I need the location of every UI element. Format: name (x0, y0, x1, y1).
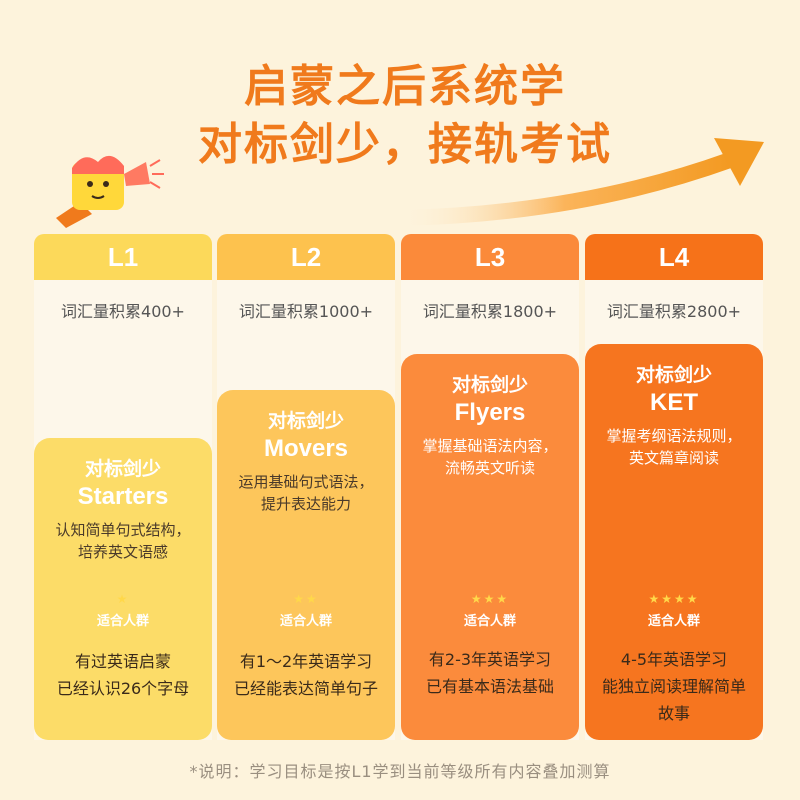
desc-line-1: 运用基础句式语法， (238, 473, 374, 491)
target-line-1: 对标剑少 (451, 374, 528, 396)
level-header-l1: L1 (34, 234, 212, 280)
star-rating-icon: ★★★ (470, 592, 510, 606)
fit-label: 适合人群 (647, 614, 700, 629)
target-card-l4: 对标剑少 KET 掌握考纲语法规则， 英文篇章阅读 ★★★★ 适合人群 4-5年… (585, 344, 763, 740)
vocab-text: 词汇量积累2800+ (606, 302, 742, 321)
fit-label: 适合人群 (96, 614, 149, 629)
fit-line-1: 4-5年英语学习 (620, 650, 728, 669)
target-desc: 掌握考纲语法规则， 英文篇章阅读 (585, 425, 763, 469)
mascot-megaphone-icon (56, 155, 164, 228)
vocab-text: 词汇量积累400+ (61, 302, 185, 321)
fit-line-1: 有1～2年英语学习 (239, 652, 373, 671)
level-column-l1: L1 词汇量积累400+ 对标剑少 Starters 认知简单句式结构， 培养英… (34, 234, 212, 740)
target-line-1: 对标剑少 (635, 364, 712, 386)
fit-line-1: 有过英语启蒙 (74, 652, 171, 671)
level-body-l2: 词汇量积累1000+ 对标剑少 Movers 运用基础句式语法， 提升表达能力 … (217, 280, 395, 740)
fit-description: 4-5年英语学习 能独立阅读理解简单 故事 (585, 646, 763, 727)
desc-line-2: 流畅英文听读 (444, 459, 535, 477)
desc-line-2: 培养英文语感 (77, 543, 168, 561)
title-line-2: 对标剑少，接轨考试 (198, 119, 612, 170)
target-line-2: Flyers (454, 399, 526, 426)
level-body-l3: 词汇量积累1800+ 对标剑少 Flyers 掌握基础语法内容， 流畅英文听读 … (401, 280, 579, 740)
desc-line-2: 英文篇章阅读 (628, 449, 719, 467)
fit-description: 有2-3年英语学习 已有基本语法基础 (401, 646, 579, 700)
fit-line-1: 有2-3年英语学习 (428, 650, 552, 669)
fit-description: 有1～2年英语学习 已经能表达简单句子 (217, 648, 395, 702)
level-body-l4: 词汇量积累2800+ 对标剑少 KET 掌握考纲语法规则， 英文篇章阅读 ★★★… (585, 280, 763, 740)
level-column-l2: L2 词汇量积累1000+ 对标剑少 Movers 运用基础句式语法， 提升表达… (217, 234, 395, 740)
target-card-l3: 对标剑少 Flyers 掌握基础语法内容， 流畅英文听读 ★★★ 适合人群 有2… (401, 354, 579, 740)
fit-line-2: 已经能表达简单句子 (233, 679, 378, 698)
level-column-l3: L3 词汇量积累1800+ 对标剑少 Flyers 掌握基础语法内容， 流畅英文… (401, 234, 579, 740)
vocab-text: 词汇量积累1000+ (238, 302, 374, 321)
desc-line-2: 提升表达能力 (260, 495, 351, 513)
fit-label: 适合人群 (463, 614, 516, 629)
fit-label: 适合人群 (279, 614, 332, 629)
star-rating-icon: ★★★★ (648, 592, 700, 606)
level-body-l1: 词汇量积累400+ 对标剑少 Starters 认知简单句式结构， 培养英文语感… (34, 280, 212, 740)
vocab-text: 词汇量积累1800+ (422, 302, 558, 321)
rising-arrow-icon (400, 138, 764, 226)
level-header-l2: L2 (217, 234, 395, 280)
target-line-2: Movers (263, 435, 349, 462)
target-line-1: 对标剑少 (84, 458, 161, 480)
target-desc: 掌握基础语法内容， 流畅英文听读 (401, 435, 579, 479)
target-line-2: KET (650, 389, 698, 416)
target-card-l1: 对标剑少 Starters 认知简单句式结构， 培养英文语感 ★ 适合人群 有过… (34, 438, 212, 740)
star-rating-icon: ★ (116, 592, 130, 606)
level-header-l3: L3 (401, 234, 579, 280)
desc-line-1: 掌握基础语法内容， (422, 437, 558, 455)
fit-description: 有过英语启蒙 已经认识26个字母 (34, 648, 212, 702)
fit-line-3: 故事 (657, 704, 690, 723)
target-desc: 认知简单句式结构， 培养英文语感 (34, 519, 212, 563)
target-line-2: Starters (77, 483, 169, 510)
star-rating-icon: ★★ (293, 592, 319, 606)
level-header-l4: L4 (585, 234, 763, 280)
fit-line-2: 能独立阅读理解简单 (601, 677, 746, 696)
level-column-l4: L4 词汇量积累2800+ 对标剑少 KET 掌握考纲语法规则， 英文篇章阅读 … (585, 234, 763, 740)
desc-line-1: 认知简单句式结构， (55, 521, 191, 539)
fit-line-2: 已经认识26个字母 (56, 679, 190, 698)
title-line-1: 启蒙之后系统学 (244, 61, 566, 112)
footnote: *说明：学习目标是按L1学到当前等级所有内容叠加测算 (189, 762, 611, 781)
desc-line-1: 掌握考纲语法规则， (606, 427, 742, 445)
target-card-l2: 对标剑少 Movers 运用基础句式语法， 提升表达能力 ★★ 适合人群 有1～… (217, 390, 395, 740)
target-line-1: 对标剑少 (267, 410, 344, 432)
fit-line-2: 已有基本语法基础 (425, 677, 554, 696)
target-desc: 运用基础句式语法， 提升表达能力 (217, 471, 395, 515)
